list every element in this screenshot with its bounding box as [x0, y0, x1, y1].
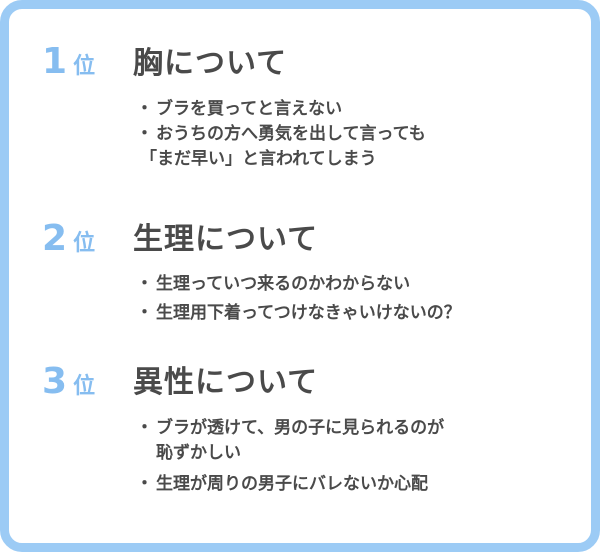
list-item: 生理用下着ってつけなきゃいけないの？: [136, 301, 461, 326]
rank-number: 1: [42, 41, 68, 82]
list-item: ブラを買ってと言えない: [136, 97, 426, 122]
list-item-text: 生理が周りの男子にバレないか心配: [156, 474, 428, 494]
section-2-list: 生理っていつ来るのかわからない 生理用下着ってつけなきゃいけないの？: [136, 272, 461, 326]
list-item-text: ブラを買ってと言えない: [156, 99, 343, 119]
list-item-text: おうちの方へ勇気を出して言っても: [156, 124, 426, 144]
section-2-heading: 生理について: [133, 222, 319, 257]
list-item-text-continued: 「まだ早い」と言われてしまう: [140, 149, 377, 169]
rank-suffix: 位: [73, 231, 96, 256]
section-1-heading: 胸について: [133, 46, 288, 81]
rank-number: 2: [42, 218, 68, 259]
rank-suffix: 位: [73, 54, 96, 79]
list-item-text: ブラが透けて、男の子に見られるのが: [156, 418, 445, 438]
list-item: 生理が周りの男子にバレないか心配: [136, 472, 444, 497]
rank-3-label: 3 位: [42, 364, 95, 400]
rank-2-label: 2 位: [42, 221, 95, 257]
list-item-text-continued: 恥ずかしい: [156, 443, 241, 463]
list-item: 生理っていつ来るのかわからない: [136, 272, 461, 297]
section-3-heading: 異性について: [133, 365, 319, 400]
list-item-text: 生理っていつ来るのかわからない: [156, 274, 411, 294]
list-item-text: 生理用下着ってつけなきゃいけないの？: [156, 303, 461, 323]
rank-1-label: 1 位: [42, 44, 95, 80]
list-item: ブラが透けて、男の子に見られるのが 恥ずかしい: [136, 416, 445, 466]
rank-suffix: 位: [73, 374, 96, 399]
rank-number: 3: [42, 361, 68, 402]
list-item: おうちの方へ勇気を出して言っても 「まだ早い」と言われてしまう: [136, 122, 426, 172]
section-3-list: ブラが透けて、男の子に見られるのが 恥ずかしい 生理が周りの男子にバレないか心配: [136, 416, 445, 497]
section-1-list: ブラを買ってと言えない おうちの方へ勇気を出して言っても 「まだ早い」と言われて…: [136, 97, 426, 172]
